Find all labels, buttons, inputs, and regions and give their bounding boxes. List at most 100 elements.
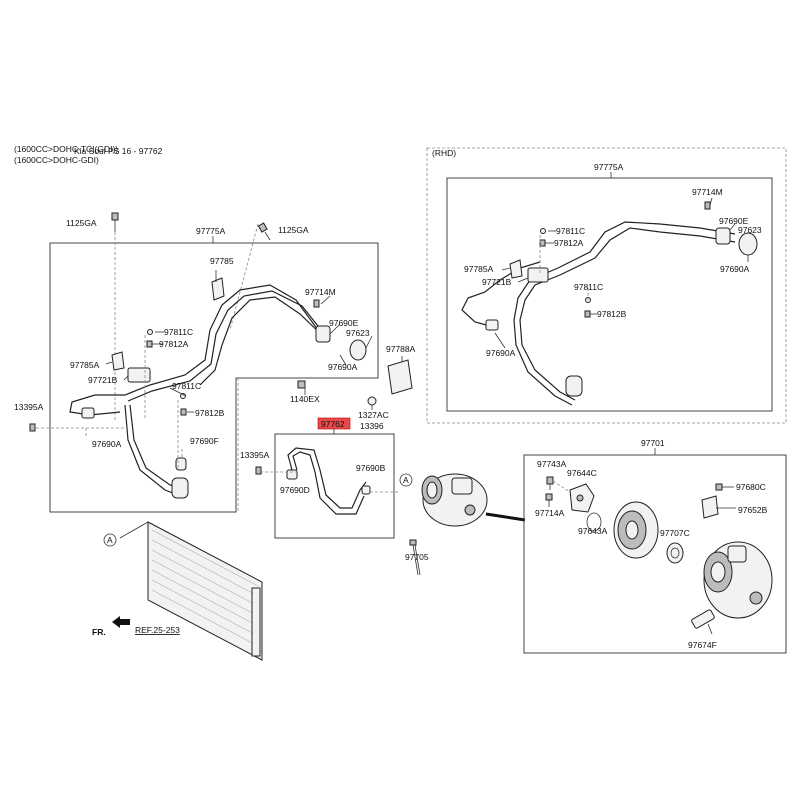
bolt-97714a bbox=[545, 493, 553, 501]
left-hose-assembly: 1125GA 1125GA 97775A bbox=[29, 212, 379, 513]
pulley-97707c bbox=[613, 501, 659, 559]
label-97714a: 97714A bbox=[535, 508, 565, 518]
bracket-97721b bbox=[127, 367, 151, 383]
label-97812b-left: 97812B bbox=[195, 408, 225, 418]
label-97812a-rhd: 97812A bbox=[554, 238, 584, 248]
label-97690a-upper-left: 97690A bbox=[328, 362, 358, 372]
label-97643a: 97643A bbox=[578, 526, 608, 536]
label-97644c: 97644C bbox=[567, 468, 597, 478]
label-97762-highlight: 97762 bbox=[321, 419, 345, 429]
label-97690a-top-rhd: 97690A bbox=[720, 264, 750, 274]
label-97690b: 97690B bbox=[356, 463, 386, 473]
label-97811c-top-rhd: 97811C bbox=[556, 226, 585, 236]
bracket-97788a bbox=[387, 356, 413, 395]
fitting-97690e bbox=[315, 325, 331, 343]
condenser bbox=[119, 521, 263, 661]
label-97775a-rhd: 97775A bbox=[594, 162, 624, 172]
label-97811c-mid-left: 97811C bbox=[172, 381, 201, 391]
discharge-hose-97762 bbox=[287, 447, 367, 509]
label-97721b-left: 97721B bbox=[88, 375, 118, 385]
label-97680c: 97680C bbox=[736, 482, 766, 492]
frame-97762 bbox=[274, 433, 395, 539]
cap-97811c-top bbox=[147, 329, 153, 335]
liquid-hose-parallel bbox=[129, 404, 181, 489]
label-13396: 13396 bbox=[360, 421, 384, 431]
valve-97812b-mid bbox=[180, 408, 187, 416]
label-97707c: 97707C bbox=[660, 528, 690, 538]
nut-1140ex bbox=[297, 380, 306, 389]
rhd-assembly-frame bbox=[446, 177, 773, 412]
rhd-fitting-97690e bbox=[715, 227, 731, 245]
left-assembly-frame bbox=[49, 242, 379, 513]
rhd-valve-97812b bbox=[584, 310, 591, 318]
label-97775a-left: 97775A bbox=[196, 226, 226, 236]
valve-97812a-top bbox=[146, 340, 153, 348]
rhd-bolt-97714m bbox=[704, 201, 711, 210]
label-97811c-mid-rhd: 97811C bbox=[574, 282, 603, 292]
compressor-detail-parts bbox=[545, 476, 773, 635]
marker-a-right: A bbox=[399, 473, 413, 487]
bolt-97743a bbox=[546, 476, 554, 485]
label-97785a-left: 97785A bbox=[70, 360, 100, 370]
discharge-hose-97762-parallel bbox=[292, 451, 365, 515]
label-97721b-rhd: 97721B bbox=[482, 277, 512, 287]
label-97690e-left: 97690E bbox=[329, 318, 359, 328]
rhd-clip-97785a bbox=[509, 259, 523, 279]
label-97652b: 97652B bbox=[738, 505, 768, 515]
nut-1327ac bbox=[367, 396, 377, 406]
label-97714m-rhd: 97714M bbox=[692, 187, 723, 197]
bolt-97714m bbox=[313, 299, 320, 308]
rhd-hose-assembly bbox=[461, 197, 758, 406]
rhd-canister-97623 bbox=[738, 232, 758, 256]
clip-13395a bbox=[29, 423, 36, 432]
label-97690f: 97690F bbox=[190, 436, 219, 446]
rhd-bracket-97721b bbox=[527, 267, 549, 283]
header-overlay: Kia Soul PS 16 - 97762 bbox=[74, 146, 163, 156]
label-1125ga-left: 1125GA bbox=[66, 218, 97, 228]
bracket-97652b bbox=[701, 495, 719, 519]
svg-text:A: A bbox=[403, 475, 409, 485]
liquid-hose bbox=[124, 404, 179, 496]
label-97743a: 97743A bbox=[537, 459, 567, 469]
rhd-fitting-bottom bbox=[565, 375, 583, 397]
label-97714m-left: 97714M bbox=[305, 287, 336, 297]
bolt-1125ga-left bbox=[111, 212, 119, 420]
header-line-1: (1600CC>DOHC-TCI(GDI)) bbox=[14, 144, 118, 154]
label-1125ga-right: 1125GA bbox=[278, 225, 309, 235]
compressor-body-detail bbox=[703, 541, 773, 619]
compressor-detail-frame bbox=[523, 454, 787, 654]
canister-97623 bbox=[349, 339, 367, 361]
label-rhd: (RHD) bbox=[432, 148, 456, 158]
bolt-1125ga-right bbox=[229, 222, 271, 331]
label-1140ex: 1140EX bbox=[290, 394, 320, 404]
label-97812a-left: 97812A bbox=[159, 339, 189, 349]
fitting-97690f bbox=[175, 457, 187, 471]
suction-hose-parallel bbox=[127, 290, 327, 402]
clip-97785 bbox=[211, 277, 225, 301]
label-97674f: 97674F bbox=[688, 640, 717, 650]
label-97690e-rhd: 97690E bbox=[719, 216, 749, 226]
clip-13395a-center bbox=[255, 466, 262, 475]
label-97701: 97701 bbox=[641, 438, 665, 448]
label-97812b-rhd: 97812B bbox=[597, 309, 627, 319]
rhd-cap-97811c-top bbox=[540, 228, 546, 234]
discharge-hose bbox=[199, 296, 328, 386]
valve-97674f bbox=[691, 609, 715, 635]
label-97623-rhd: 97623 bbox=[738, 225, 762, 235]
fitting-97690b bbox=[361, 485, 371, 495]
label-97811c-top-left: 97811C bbox=[164, 327, 193, 337]
label-97690a-rhd: 97690A bbox=[486, 348, 516, 358]
label-fr: FR. bbox=[92, 627, 106, 637]
bolt-97680c bbox=[715, 483, 723, 491]
hose-97762-box: 97762 bbox=[260, 417, 398, 539]
rhd-valve-97812a bbox=[539, 239, 546, 247]
label-97690a-lower-left: 97690A bbox=[92, 439, 122, 449]
suction-hose bbox=[69, 284, 319, 416]
fitting-97690d bbox=[286, 469, 298, 480]
fitting-97690a-bottom bbox=[171, 477, 189, 499]
label-97785: 97785 bbox=[210, 256, 234, 266]
ring-97643a bbox=[586, 512, 602, 532]
label-97705: 97705 bbox=[405, 552, 429, 562]
label-13395a-center: 13395A bbox=[240, 450, 270, 460]
